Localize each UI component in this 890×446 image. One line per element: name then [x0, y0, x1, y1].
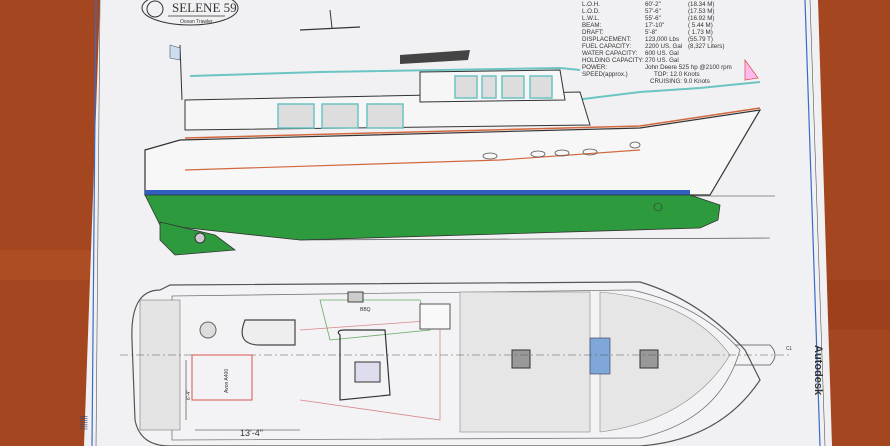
- flag-stern: [169, 44, 181, 61]
- margin-left-text: |||||||: [79, 415, 88, 430]
- deck-plan-view: CL Avon A400 BBQ 6'-4" 13'-4": [120, 281, 793, 446]
- spec-value: 17'-10": [645, 22, 664, 29]
- logo-subtitle: Ocean Trawler: [180, 19, 213, 25]
- side-profile-view: [144, 9, 775, 256]
- border-line-right: [804, 0, 821, 446]
- propeller-icon: [194, 232, 206, 244]
- flag-bow: [744, 58, 759, 81]
- spec-label: L.O.H.: [582, 1, 600, 8]
- hatch-blue: [589, 337, 611, 375]
- tender-label: Avon A400: [224, 369, 230, 393]
- spec-metric: (18.34 M): [688, 1, 714, 8]
- portholes: [482, 141, 641, 160]
- spec-label: WATER CAPACITY:: [582, 50, 638, 57]
- spec-label: FUEL CAPACITY:: [582, 43, 631, 50]
- sheer-stripe: [184, 149, 641, 171]
- locker: [419, 303, 451, 330]
- spec-label: DRAFT:: [582, 29, 604, 36]
- spec-metric: ( 5.44 M): [688, 22, 713, 29]
- rub-rail: [184, 107, 761, 139]
- border-line-right-inner: [809, 0, 826, 446]
- spec-label: L.O.D.: [582, 8, 600, 15]
- spec-metric: (55.79 T): [688, 36, 713, 43]
- border-line-left: [91, 0, 97, 446]
- spec-value: 123,000 Lbs: [645, 36, 679, 43]
- tender-dinghy: [191, 354, 253, 401]
- spec-value: 5'-8": [645, 29, 657, 36]
- flybridge-rail: [189, 66, 581, 77]
- spec-value: 600 US. Gal: [645, 50, 679, 57]
- helm-seating: [337, 329, 391, 401]
- dimension-width: 6'-4": [186, 390, 192, 400]
- bow-pulpit: [735, 344, 776, 366]
- spec-value: TOP: 12.0 Knots: [654, 71, 700, 78]
- spec-value: 55'-6": [645, 15, 661, 22]
- table: [354, 361, 381, 383]
- spec-label: HOLDING CAPACITY:: [582, 57, 644, 64]
- spec-label: L.W.L.: [582, 15, 600, 22]
- davit: [199, 321, 217, 339]
- spec-metric: (16.92 M): [688, 15, 714, 22]
- dimension-length: 13'-4": [240, 428, 263, 438]
- spec-value: CRUISING: 9.0 Knots: [650, 78, 710, 85]
- hatch: [639, 349, 659, 369]
- centerline-label: CL: [786, 346, 793, 352]
- spec-label: SPEED(approx.): [582, 71, 628, 78]
- specifications-table: L.O.H. 60'-2" (18.34 M) L.O.D. 57'-6" (17.53 …: [582, 1, 732, 85]
- spec-metric: (8,327 Liters): [688, 43, 724, 50]
- selene-logo: SELENE 59 Ocean Trawler: [141, 0, 239, 26]
- wood-grain: [820, 280, 890, 330]
- spec-value: 60'-2": [645, 1, 661, 8]
- logo-name: SELENE 59: [172, 0, 237, 15]
- hatch: [511, 349, 531, 369]
- autodesk-margin-text: Autodesk: [812, 345, 824, 396]
- border-line-left-inner: [95, 0, 101, 446]
- spec-value: John Deere 525 hp @2100 rpm: [645, 64, 732, 71]
- spec-metric: ( 1.73 M): [688, 29, 713, 36]
- spiral-stair: [241, 319, 296, 346]
- cockpit-seating: [139, 299, 181, 431]
- windshield: [400, 50, 470, 64]
- spec-metric: (17.53 M): [688, 8, 714, 15]
- bbq-grill: [347, 291, 364, 303]
- spec-label: POWER:: [582, 64, 607, 71]
- spec-value: 2200 US. Gal: [645, 43, 682, 50]
- spec-label: DISPLACEMENT:: [582, 36, 631, 43]
- bow-thruster-icon: [653, 202, 663, 212]
- bbq-label: BBQ: [360, 307, 371, 313]
- spec-label: BEAM:: [582, 22, 602, 29]
- spec-value: 57'-6": [645, 8, 661, 15]
- bow-rail: [574, 81, 761, 101]
- boot-stripe: [145, 190, 690, 195]
- spec-value: 270 US. Gal: [645, 57, 679, 64]
- cabin-windows: [277, 75, 553, 129]
